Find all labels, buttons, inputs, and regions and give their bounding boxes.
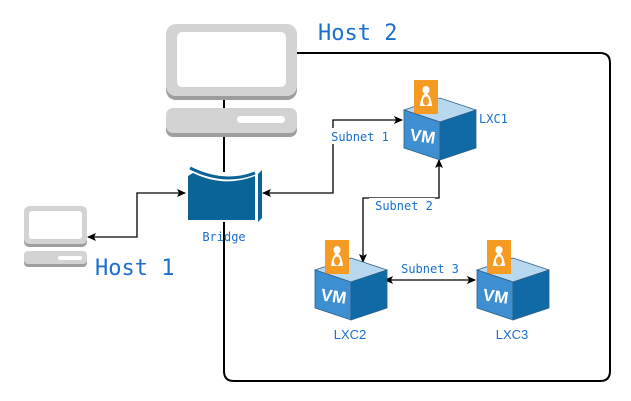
subnet3-label: Subnet 3: [401, 262, 459, 276]
link-bridge-host1[interactable]: [87, 189, 186, 241]
lxc2-label: LXC2: [334, 327, 367, 342]
lxc1-vm-node[interactable]: VM: [402, 80, 478, 161]
subnet1-label: Subnet 1: [331, 130, 389, 144]
vm-cube-side: [439, 109, 477, 161]
host2-computer-icon[interactable]: [166, 24, 297, 137]
host1-computer-icon[interactable]: [24, 206, 87, 267]
subnet2-label: Subnet 2: [375, 199, 433, 213]
vm-cube-side: [350, 269, 388, 321]
vm-cube-side: [512, 269, 550, 321]
host2-boundary: [223, 52, 611, 382]
vm-text: VM: [409, 125, 437, 147]
lxc3-label: LXC3: [496, 327, 529, 342]
lxc1-label: LXC1: [479, 112, 508, 126]
vm-text: VM: [482, 285, 510, 307]
host2-label: Host 2: [318, 21, 397, 46]
lxc2-vm-node[interactable]: VM: [313, 240, 389, 321]
network-bridge-icon[interactable]: [188, 166, 262, 222]
vm-text: VM: [320, 285, 348, 307]
lxc3-vm-node[interactable]: VM: [475, 240, 551, 321]
bridge-label: Bridge: [202, 230, 245, 244]
link-subnet1[interactable]: [262, 116, 403, 197]
host1-label: Host 1: [95, 256, 174, 281]
